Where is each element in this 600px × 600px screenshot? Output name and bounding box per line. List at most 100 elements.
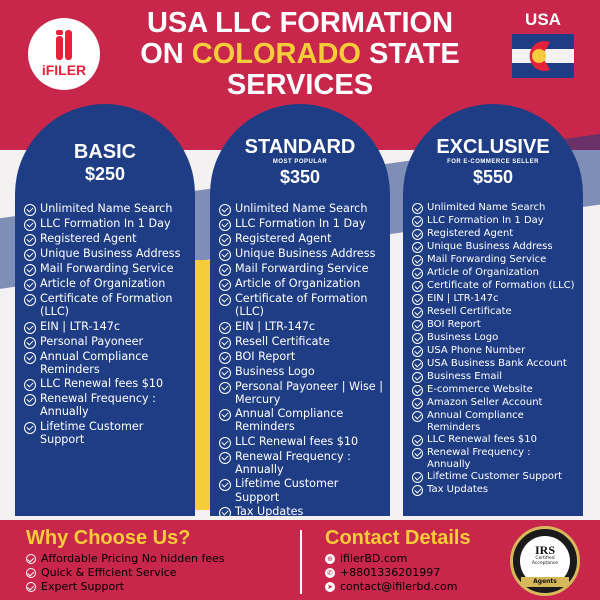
feature-label: Tax Updates — [427, 484, 489, 496]
check-circle-icon — [219, 381, 231, 394]
title-line-2: ON COLORADO STATE — [100, 39, 500, 70]
feature-item: Mail Forwarding Service — [24, 262, 189, 276]
check-circle-icon — [26, 554, 36, 564]
feature-label: Article of Organization — [235, 277, 361, 290]
feature-label: Mail Forwarding Service — [40, 262, 174, 275]
check-circle-icon — [412, 320, 423, 331]
check-circle-icon — [412, 485, 423, 497]
check-circle-icon — [24, 351, 36, 364]
check-circle-icon — [219, 264, 231, 276]
contact-title: Contact Details — [325, 527, 471, 549]
footer-divider — [300, 530, 302, 594]
feature-item: Personal Payoneer | Wise | Mercury — [219, 380, 384, 407]
feature-item: Registered Agent — [412, 228, 577, 240]
feature-item: Unique Business Address — [219, 247, 384, 261]
feature-item: Lifetime Customer Support — [24, 420, 189, 447]
contact-item-text[interactable]: contact@ifilerbd.com — [340, 580, 458, 593]
why-item: Affordable Pricing No hidden fees — [26, 552, 225, 566]
contact-item-text[interactable]: +8801336201997 — [340, 566, 441, 579]
feature-label: Personal Payoneer | Wise | Mercury — [235, 379, 383, 406]
check-circle-icon — [24, 321, 36, 334]
check-circle-icon — [412, 242, 423, 253]
contact-item[interactable]: ⊕ifilerBD.com — [325, 552, 457, 566]
feature-label: Certificate of Formation (LLC) — [40, 292, 173, 319]
feature-item: Article of Organization — [24, 277, 189, 291]
feature-label: Unique Business Address — [427, 241, 553, 252]
feature-label: Business Logo — [427, 332, 499, 343]
feature-label: Business Email — [427, 371, 503, 382]
feature-label: Article of Organization — [40, 277, 166, 290]
check-circle-icon — [412, 255, 423, 266]
feature-item: LLC Formation In 1 Day — [412, 215, 577, 227]
background-yellow-stripe — [195, 260, 213, 510]
feature-item: BOI Report — [412, 319, 577, 331]
feature-item: Unique Business Address — [24, 247, 189, 261]
feature-label: Unique Business Address — [40, 247, 181, 260]
logo-mark-icon — [54, 30, 74, 60]
feature-item: LLC Formation In 1 Day — [24, 217, 189, 231]
check-circle-icon — [24, 234, 36, 246]
check-circle-icon — [24, 421, 36, 434]
check-circle-icon — [412, 372, 423, 383]
feature-item: USA Phone Number — [412, 345, 577, 357]
plan-card-exclusive: EXCLUSIVE FOR E-COMMERCE SELLER $550 Unl… — [403, 104, 583, 516]
feature-item: Resell Certificate — [219, 335, 384, 349]
check-circle-icon — [412, 268, 423, 279]
feature-item: Certificate of Formation (LLC) — [219, 292, 384, 319]
title-highlight: COLORADO — [191, 38, 361, 70]
feature-item: Lifetime Customer Support — [412, 471, 577, 484]
feature-item: Article of Organization — [219, 277, 384, 291]
feature-label: LLC Renewal fees $10 — [235, 434, 359, 448]
feature-item: Business Email — [412, 371, 577, 383]
plan-name: STANDARD — [244, 136, 356, 158]
feature-item: EIN | LTR-147c — [24, 320, 189, 334]
feature-item: EIN | LTR-147c — [219, 320, 384, 334]
contact-list: ⊕ifilerBD.com✆+8801336201997➤contact@ifi… — [325, 552, 457, 594]
feature-item: Renewal Frequency : Annually — [412, 447, 577, 470]
check-circle-icon — [412, 281, 423, 292]
feature-label: LLC Renewal fees $10 — [40, 377, 164, 391]
feature-item: Tax Updates — [412, 484, 577, 497]
feature-item: Mail Forwarding Service — [412, 254, 577, 266]
contact-item[interactable]: ➤contact@ifilerbd.com — [325, 580, 457, 594]
feature-label: Registered Agent — [40, 232, 137, 245]
feature-label: LLC Renewal fees $10 — [427, 434, 538, 446]
check-circle-icon — [219, 451, 231, 464]
feature-item: LLC Renewal fees $10 — [219, 435, 384, 449]
feature-item: BOI Report — [219, 350, 384, 364]
feature-label: LLC Formation In 1 Day — [40, 217, 171, 230]
contact-item-text[interactable]: ifilerBD.com — [340, 552, 408, 565]
plan-header: STANDARD MOST POPULAR $350 — [210, 137, 390, 188]
plan-price: $350 — [279, 167, 321, 187]
feature-label: Resell Certificate — [235, 334, 330, 348]
feature-label: Unlimited Name Search — [235, 202, 368, 215]
plan-name: BASIC — [73, 141, 137, 163]
title-state: STATE — [360, 38, 460, 70]
contact-item[interactable]: ✆+8801336201997 — [325, 566, 457, 580]
feature-label: Registered Agent — [427, 228, 514, 239]
ifiler-logo: iFILER — [28, 18, 100, 90]
plan-header: BASIC $250 — [15, 142, 195, 185]
irs-badge-band: Agents — [521, 577, 569, 587]
check-circle-icon — [412, 359, 423, 370]
feature-label: EIN | LTR-147c — [40, 319, 121, 333]
feature-item: Renewal Frequency : Annually — [24, 392, 189, 419]
feature-item: Unlimited Name Search — [412, 202, 577, 214]
title-on: ON — [140, 38, 192, 70]
feature-item: Unique Business Address — [412, 241, 577, 253]
check-circle-icon — [24, 394, 36, 407]
check-circle-icon — [24, 336, 36, 349]
check-circle-icon — [219, 234, 231, 246]
check-circle-icon — [219, 479, 231, 492]
check-circle-icon — [412, 398, 423, 409]
feature-item: Registered Agent — [219, 232, 384, 246]
feature-item: E-commerce Website — [412, 384, 577, 396]
feature-item: LLC Renewal fees $10 — [412, 434, 577, 447]
colorado-flag-icon — [512, 34, 574, 78]
feature-item: Certificate of Formation (LLC) — [24, 292, 189, 319]
feature-item: Renewal Frequency : Annually — [219, 450, 384, 477]
check-circle-icon — [219, 436, 231, 449]
check-circle-icon — [412, 333, 423, 344]
